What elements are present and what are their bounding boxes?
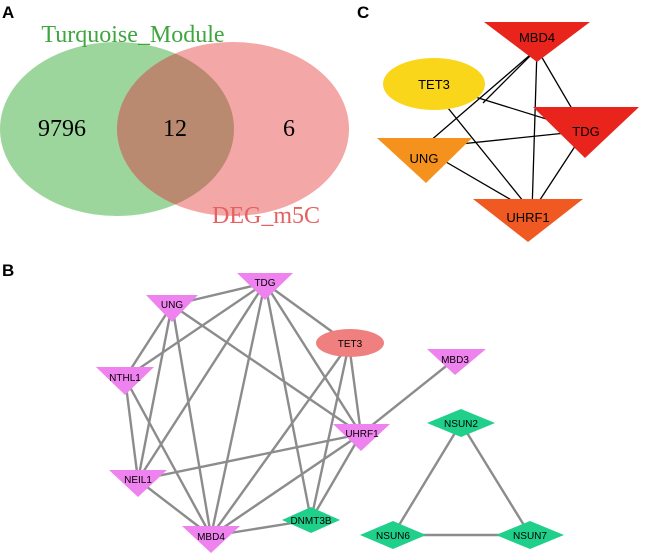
triangle-shape [237, 273, 293, 300]
node-label: MBD4 [197, 532, 225, 543]
triangle-shape [146, 295, 198, 322]
triangle-shape [473, 199, 583, 242]
panel-a: A Turquoise_Module DEG_m5C 9796 12 6 [0, 3, 349, 229]
triangle-shape [377, 138, 472, 183]
node-b-nsun2: NSUN2 [427, 409, 495, 437]
node-c-ung: UNG [377, 138, 472, 183]
node-c-uhrf1: UHRF1 [473, 199, 583, 242]
node-b-nsun6: NSUN6 [360, 521, 426, 549]
node-label: DNMT3B [290, 516, 331, 527]
node-b-dnmt3b: DNMT3B [282, 507, 340, 533]
node-b-mbd3: MBD3 [427, 349, 486, 375]
edge-b-nthl1-neil1 [123, 377, 140, 481]
node-b-neil1: NEIL1 [109, 470, 167, 497]
edge-b-uhrf1-neil1 [137, 432, 362, 482]
node-b-ung: UNG [146, 295, 198, 322]
node-c-tet3: TET3 [383, 58, 485, 110]
triangle-shape [484, 22, 590, 62]
node-label: TET3 [418, 77, 450, 92]
ellipse-shape [316, 329, 384, 357]
diamond-shape [427, 409, 495, 437]
node-label: UNG [161, 300, 183, 311]
edge-b-tet3-uhrf1 [347, 343, 363, 435]
ellipse-shape [383, 58, 485, 110]
node-label: NSUN7 [513, 531, 547, 542]
node-label: UNG [410, 151, 439, 166]
edge-b-tet3-mbd4 [210, 343, 350, 537]
node-label: UHRF1 [345, 429, 379, 440]
node-label: NSUN6 [376, 531, 410, 542]
node-label: MBD4 [519, 30, 555, 45]
edge-b-uhrf1-mbd3 [360, 358, 456, 435]
edge-b-ung-neil1 [136, 304, 174, 481]
set-label-deg-m5c: DEG_m5C [212, 203, 320, 229]
edge-b-nsun2-nsun7 [459, 422, 532, 536]
edge-b-nthl1-mbd4 [123, 377, 213, 537]
diamond-shape [360, 521, 426, 549]
node-c-mbd4: MBD4 [484, 22, 590, 62]
node-b-tet3: TET3 [316, 329, 384, 357]
node-label: NSUN2 [444, 419, 478, 430]
panel-c-letter: C [357, 3, 369, 22]
node-c-tdg: TDG [533, 107, 639, 158]
triangle-shape [333, 424, 390, 451]
panel-c: C MBD4 TET3 TDG UNG [357, 3, 639, 242]
node-label: NEIL1 [124, 475, 152, 486]
node-label: MBD3 [441, 355, 469, 366]
panel-b: B [2, 261, 564, 553]
edge-b-uhrf1-mbd4 [210, 433, 362, 537]
node-b-nsun7: NSUN7 [496, 521, 564, 549]
node-b-tdg: TDG [237, 273, 293, 300]
edge-b-ung-nthl1 [123, 304, 174, 379]
edge-c-mbd4-tet3 [482, 48, 538, 104]
node-b-mbd4: MBD4 [182, 526, 240, 553]
edge-b-ung-mbd4 [170, 304, 213, 537]
diamond-shape [496, 521, 564, 549]
edge-b-tdg-neil1 [136, 282, 267, 481]
edge-b-uhrf1-dnmt3b [309, 433, 363, 521]
edge-b-tdg-uhrf1 [263, 282, 363, 435]
triangle-shape [109, 470, 167, 497]
node-label: TDG [572, 124, 599, 139]
node-label: NTHL1 [109, 373, 141, 384]
count-overlap: 12 [163, 116, 187, 142]
panel-a-letter: A [2, 3, 14, 22]
node-label: TET3 [338, 339, 363, 350]
count-left-only: 9796 [38, 116, 86, 142]
diamond-shape [282, 507, 340, 533]
set-label-turquoise-module: Turquoise_Module [41, 22, 224, 48]
edge-b-tet3-dnmt3b [309, 343, 351, 521]
node-label: UHRF1 [506, 210, 549, 225]
edge-b-tdg-dnmt3b [263, 282, 313, 521]
edge-c-mbd4-uhrf1 [531, 48, 538, 213]
node-b-nthl1: NTHL1 [96, 367, 154, 395]
panel-b-letter: B [2, 261, 14, 280]
node-b-uhrf1: UHRF1 [333, 424, 390, 451]
triangle-shape [427, 349, 486, 375]
edge-b-tdg-nthl1 [124, 282, 266, 379]
edge-b-nsun2-nsun6 [391, 422, 463, 536]
venn-overlap [117, 42, 234, 216]
triangle-shape [182, 526, 240, 553]
count-right-only: 6 [283, 116, 295, 142]
triangle-shape [533, 107, 639, 158]
edge-b-tdg-mbd4 [209, 282, 267, 537]
node-label: TDG [254, 278, 275, 289]
triangle-shape [96, 367, 154, 395]
panel-b-edges [123, 281, 532, 538]
edge-b-ung-uhrf1 [171, 304, 362, 435]
